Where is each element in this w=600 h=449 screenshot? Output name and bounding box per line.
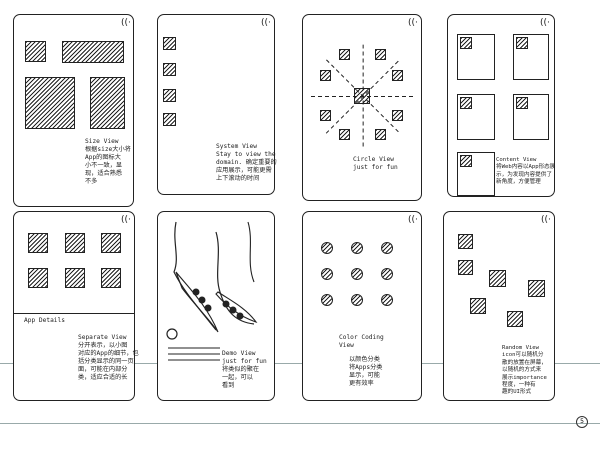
phone-frame-separate-view: ((· App Details Separate View 分开表示，以小图 对…	[13, 211, 139, 401]
app-tile	[339, 49, 350, 60]
content-card	[513, 94, 549, 140]
phone-frame-circle-view: ((· Circle View just for fun	[302, 14, 422, 201]
phone-frame-content-view: ((· Content View 将Web内容以App形态展 示，为发现内容提供…	[447, 14, 555, 197]
app-tile	[470, 298, 486, 314]
app-tile-large	[25, 77, 75, 129]
app-details-label: App Details	[24, 317, 65, 324]
app-tile	[392, 110, 403, 121]
app-tile	[101, 233, 121, 253]
app-tile	[65, 233, 85, 253]
page-number: 5	[576, 416, 588, 428]
wifi-icon: ((·	[121, 18, 131, 28]
app-tile	[339, 129, 350, 140]
wifi-icon: ((·	[541, 215, 551, 225]
app-tile	[163, 113, 176, 126]
annotation-color-coding-view: 以颜色分类 将Apps分类 显示，可能 更有效率	[349, 356, 383, 387]
app-tile	[101, 268, 121, 288]
annotation-content-view: Content View 将Web内容以App形态展 示，为发现内容提供了 新角…	[496, 157, 556, 186]
app-tile	[320, 110, 331, 121]
content-card	[457, 94, 495, 140]
app-tile	[163, 89, 176, 102]
color-dot	[381, 268, 393, 280]
app-tile	[320, 70, 331, 81]
color-coding-view-label: Color Coding View	[339, 334, 384, 349]
wifi-icon: ((·	[121, 215, 131, 225]
app-tile	[392, 70, 403, 81]
app-tile	[163, 63, 176, 76]
color-dot	[351, 294, 363, 306]
app-tile	[375, 129, 386, 140]
annotation-circle-view: Circle View just for fun	[353, 156, 398, 171]
phone-frame-size-view: ((· Size View 根据size大小将 App的图标大 小不一致，显 现…	[13, 14, 134, 207]
notebook-ruled-line	[0, 423, 600, 424]
phone-frame-demo-view: Demo View just for fun 将类似的聚在 一起，可以 看到	[157, 211, 275, 401]
phone-frame-random-view: ((· Random View icon可以随机分 散的放置在屏幕， 以随机的方…	[443, 211, 555, 401]
app-tile	[28, 268, 48, 288]
app-tile	[25, 41, 46, 62]
content-card	[457, 34, 495, 80]
phone-frame-color-coding-view: ((· Color Coding View 以颜色分类 将Apps分类 显示，可…	[302, 211, 422, 401]
color-dot	[351, 242, 363, 254]
app-tile	[375, 49, 386, 60]
annotation-demo-view: Demo View just for fun 将类似的聚在 一起，可以 看到	[222, 350, 267, 389]
app-tile	[163, 37, 176, 50]
divider	[14, 313, 134, 315]
wifi-icon: ((·	[261, 18, 271, 28]
color-dot	[351, 268, 363, 280]
annotation-size-view: Size View 根据size大小将 App的图标大 小不一致，显 现，适合熟…	[85, 138, 131, 185]
color-dot	[321, 242, 333, 254]
app-tile	[65, 268, 85, 288]
annotation-separate-view: Separate View 分开表示，以小图 对应的App的细节，包 括分类显示…	[78, 334, 139, 381]
app-tile	[458, 260, 473, 275]
wifi-icon: ((·	[540, 18, 550, 28]
app-tile	[528, 280, 545, 297]
app-tile	[458, 234, 473, 249]
annotation-system-view: System View Stay to view the domain. 确定重…	[216, 143, 277, 182]
app-tile-tall	[90, 77, 125, 129]
app-tile	[507, 311, 523, 327]
app-tile-wide	[62, 41, 124, 63]
wifi-icon: ((·	[408, 215, 418, 225]
color-dot	[321, 268, 333, 280]
app-tile	[489, 270, 506, 287]
content-card	[513, 34, 549, 80]
app-tile	[28, 233, 48, 253]
color-dot	[381, 242, 393, 254]
hanging-vine-illustration	[166, 221, 258, 361]
color-dot	[321, 294, 333, 306]
notebook-ruled-line	[0, 363, 600, 364]
annotation-random-view: Random View icon可以随机分 散的放置在屏幕， 以随机的方式来 展…	[502, 345, 547, 396]
wifi-icon: ((·	[408, 18, 418, 28]
color-dot	[381, 294, 393, 306]
center-app-tile	[354, 88, 370, 104]
content-card	[457, 152, 495, 196]
phone-frame-system-view: ((· System View Stay to view the domain.…	[157, 14, 277, 195]
